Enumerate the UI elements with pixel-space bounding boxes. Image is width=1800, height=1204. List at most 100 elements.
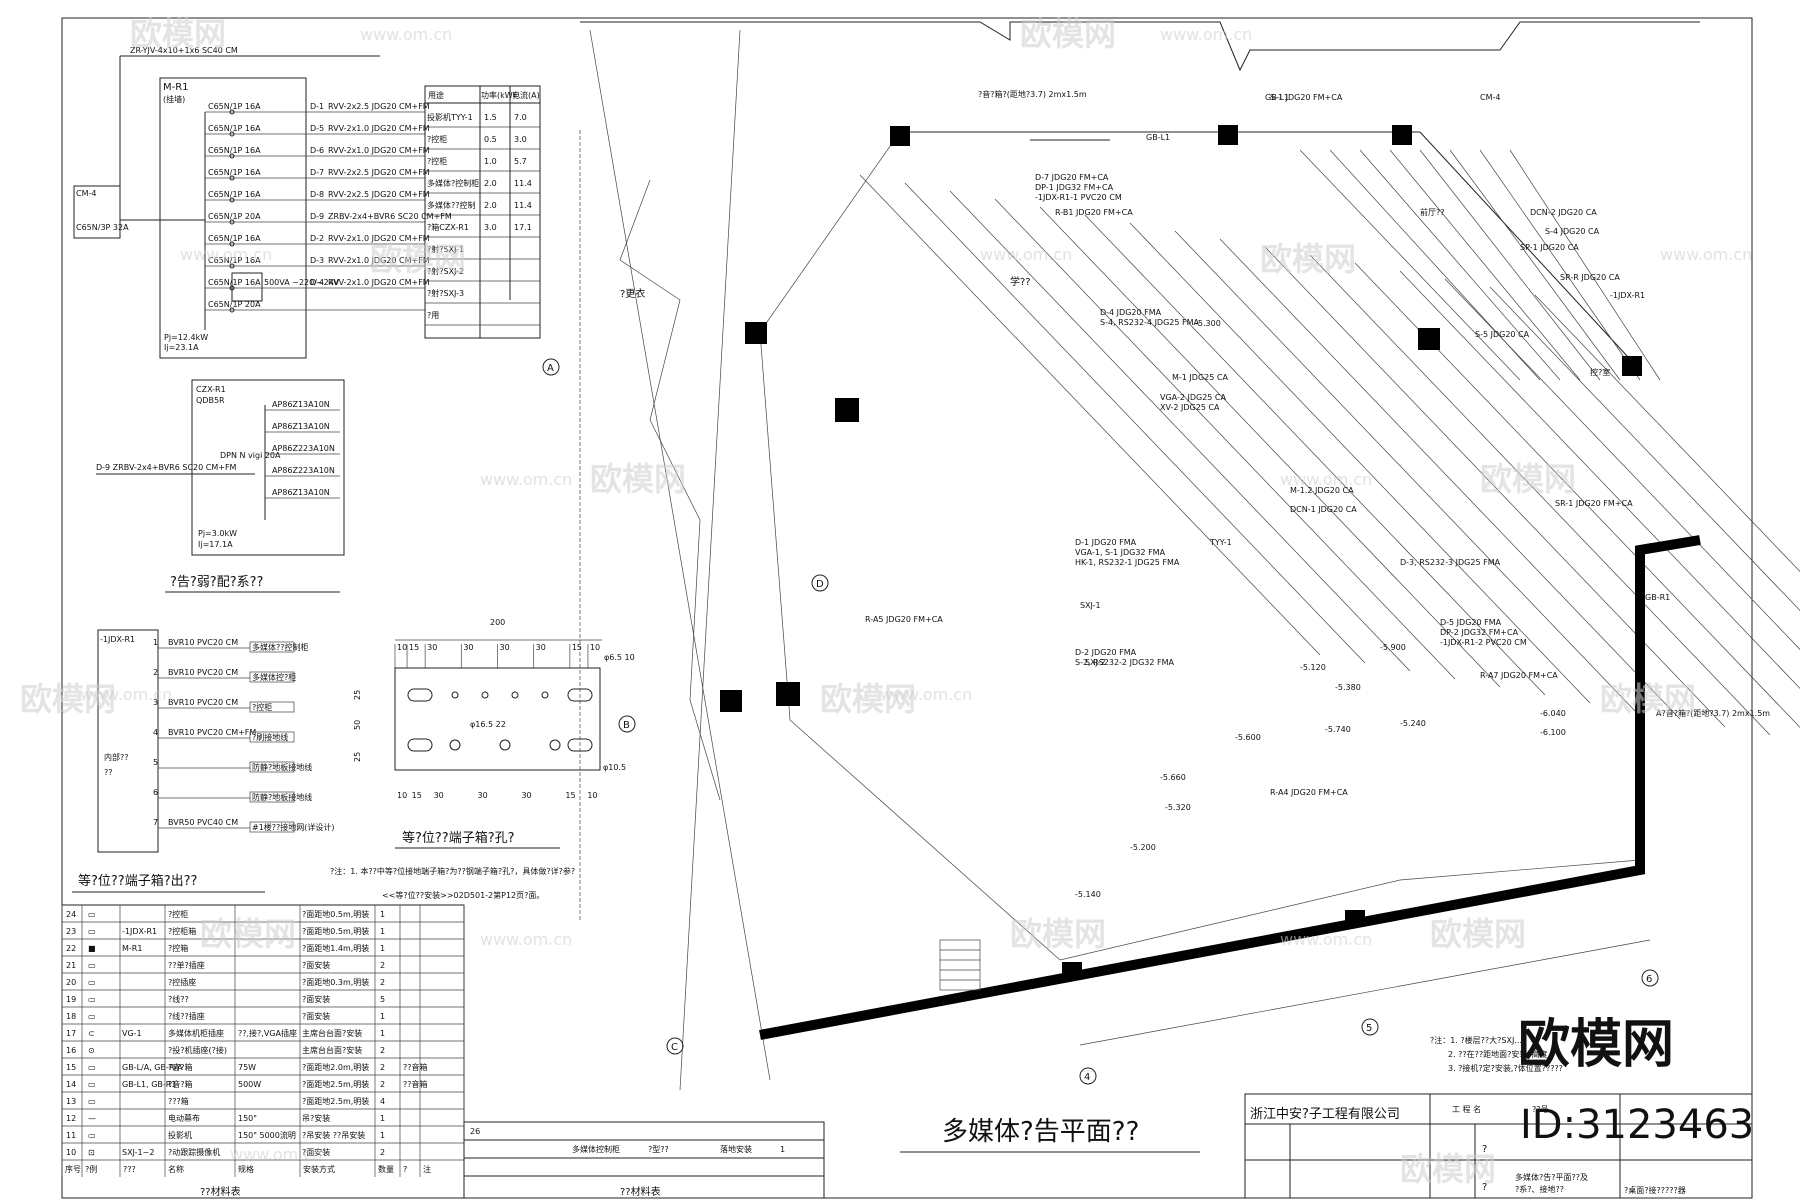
ldx-row-dest: 多媒体控?柜 <box>252 672 296 682</box>
mat-spec: 75W <box>238 1063 256 1072</box>
circuit-use: ?用 <box>427 311 439 320</box>
mat-no: 11 <box>66 1131 76 1140</box>
elevation-tag: -5.740 <box>1325 725 1351 734</box>
mat-code: GB-L/A, GB-R/A <box>122 1063 183 1072</box>
mat-name: ?投?机插座(?接) <box>168 1045 227 1055</box>
cable-tag: D-3, RS232-3 JDG25 FMA <box>1400 558 1501 567</box>
terminal-top-dim: 30 <box>536 643 546 652</box>
mat-mount: ?面安装 <box>302 994 330 1004</box>
czx-outlet: AP86Z223A10N <box>272 444 335 453</box>
mat-mount: ?面距地0.5m,明装 <box>302 926 369 936</box>
panel-mr1-name: M-R1 <box>163 82 189 93</box>
mat-qty: 1 <box>380 927 385 936</box>
elevation-tag: -5.660 <box>1160 773 1186 782</box>
mat-qty: 1 <box>380 1114 385 1123</box>
mat-name: ?动跟踪摄像机 <box>168 1147 220 1157</box>
ldx-row-cable: BVR10 PVC20 CM <box>168 668 238 677</box>
mat-name: 投影机 <box>168 1130 192 1140</box>
terminal-bottom-dim: 30 <box>478 791 488 800</box>
device-tag: SXJ-2 <box>1085 658 1106 667</box>
watermark-text: 欧模网 <box>1010 915 1106 953</box>
cable-tag: -1JDX-R1-1 PVC20 CM <box>1035 193 1122 202</box>
mat-name: ?音?箱 <box>168 1062 193 1072</box>
watermark-url: www.om.cn <box>80 685 172 704</box>
watermark-text: 欧模网 <box>370 240 466 278</box>
mat-mount: ?面安装 <box>302 1011 330 1021</box>
ldx-row-dest: 防静?地板接地线 <box>252 762 312 772</box>
mat-header: 名称 <box>168 1164 184 1174</box>
terminal-top-dim: 10 <box>590 643 600 652</box>
circuit-use: ?控柜 <box>427 156 447 166</box>
terminal-side-dim-3: 25 <box>353 752 362 762</box>
elevation-tag: -5.380 <box>1335 683 1361 692</box>
mat-code: SXJ-1~2 <box>122 1148 154 1157</box>
watermark-url: www.om.cn <box>480 470 572 489</box>
outer-wall <box>759 535 1701 1040</box>
mat-no: 12 <box>66 1114 76 1123</box>
cable-tag: DCN-2 JDG20 CA <box>1530 208 1597 217</box>
mat-mount: ?面安装 <box>302 960 330 970</box>
circuit-use: 多媒体?控制柜 <box>427 178 479 188</box>
mat-no: 24 <box>66 910 76 919</box>
elevation-tag: -6.100 <box>1540 728 1566 737</box>
mat-spec: 500W <box>238 1080 261 1089</box>
terminal-top-dim: 15 <box>409 643 419 652</box>
terminal-top-dim: 15 <box>572 643 582 652</box>
ldx-row-dest: #1楼??接地网(详设计) <box>252 822 335 832</box>
mat-symbol: ▭ <box>88 961 96 970</box>
mat-header: 序号 <box>65 1164 81 1174</box>
mat-mount: ?面距地2.5m,明装 <box>302 1096 369 1106</box>
circuit-kw: 1.5 <box>484 113 497 122</box>
mat-header: ??? <box>123 1165 136 1174</box>
mat-qty: 4 <box>380 1097 385 1106</box>
elevation-tag: -5.300 <box>1195 319 1221 328</box>
watermark-text: 欧模网 <box>1020 15 1116 53</box>
drawing-desc-2: ?系?、接地?? <box>1515 1184 1564 1194</box>
cable-tag: DCN-1 JDG20 CA <box>1290 505 1357 514</box>
cable-tag: SR-1 JDG20 FM+CA <box>1555 499 1633 508</box>
mr1-header-kw: 功率(kW) <box>481 90 516 100</box>
terminal-top-total: 200 <box>490 618 505 627</box>
watermark-text: 欧模网 <box>1430 915 1526 953</box>
mat-no: 15 <box>66 1063 76 1072</box>
mat-symbol: ▭ <box>88 1131 96 1140</box>
mat-qty: 2 <box>380 1046 385 1055</box>
ldx-row-cable: BVR10 PVC20 CM+FM <box>168 728 256 737</box>
circuit-breaker: C65N/1P 20A <box>208 212 261 221</box>
mat-no: 20 <box>66 978 76 987</box>
mat-name: ?控插座 <box>168 977 196 987</box>
svg-text:??: ?? <box>104 768 113 777</box>
mat-no: 19 <box>66 995 76 1004</box>
ldx-row-cable: BVR50 PVC40 CM <box>168 818 238 827</box>
mat-row26-mount: 落地安装 <box>720 1144 752 1154</box>
panel-mr1-sub: (挂墙) <box>163 94 185 104</box>
cable-tag: R-B1 JDG20 FM+CA <box>1055 208 1133 217</box>
ldx-row-cable: BVR10 PVC20 CM <box>168 638 238 647</box>
panel-mr1-total-power: Pj=12.4kW <box>164 333 208 342</box>
mat-spec: 150" <box>238 1114 257 1123</box>
circuit-kw: 3.0 <box>484 223 497 232</box>
terminal-top-dim: 30 <box>427 643 437 652</box>
cable-tag: S-2, RS232-2 JDG32 FMA <box>1075 658 1175 667</box>
axis-label: D <box>816 579 824 590</box>
axis-bubble <box>811 574 829 592</box>
panel-mr1-main-breaker: C65N/3P 32A <box>76 223 129 232</box>
mat-qty: 2 <box>380 1080 385 1089</box>
terminal-note-1: ?注：1. 本??中等?位接地端子箱?为??钢端子箱?孔?，具体做?详?参? <box>330 866 575 876</box>
elevation-tag: -5.900 <box>1380 643 1406 652</box>
terminal-bottom-dim: 30 <box>521 791 531 800</box>
drawing-desc-1: 多媒体?告?平面??及 <box>1515 1172 1588 1182</box>
circuit-cable: ZRBV-2x4+BVR6 SC20 CM+FM <box>328 212 452 221</box>
mat-symbol: ▭ <box>88 1080 96 1089</box>
axis-label: C <box>671 1042 678 1053</box>
watermark-id: ID:3123463 <box>1520 1102 1754 1148</box>
cable-tag: R-A7 JDG20 FM+CA <box>1480 671 1558 680</box>
axis-label: 6 <box>1646 974 1652 985</box>
terminal-hole2: φ16.5 22 <box>470 720 506 729</box>
circuit-id: D-7 <box>310 168 324 177</box>
axis-label: 5 <box>1366 1023 1372 1034</box>
mat-header: 数量 <box>378 1164 394 1174</box>
mat-mount: ?面距地2.0m,明装 <box>302 1062 369 1072</box>
circuit-current: 5.7 <box>514 157 527 166</box>
